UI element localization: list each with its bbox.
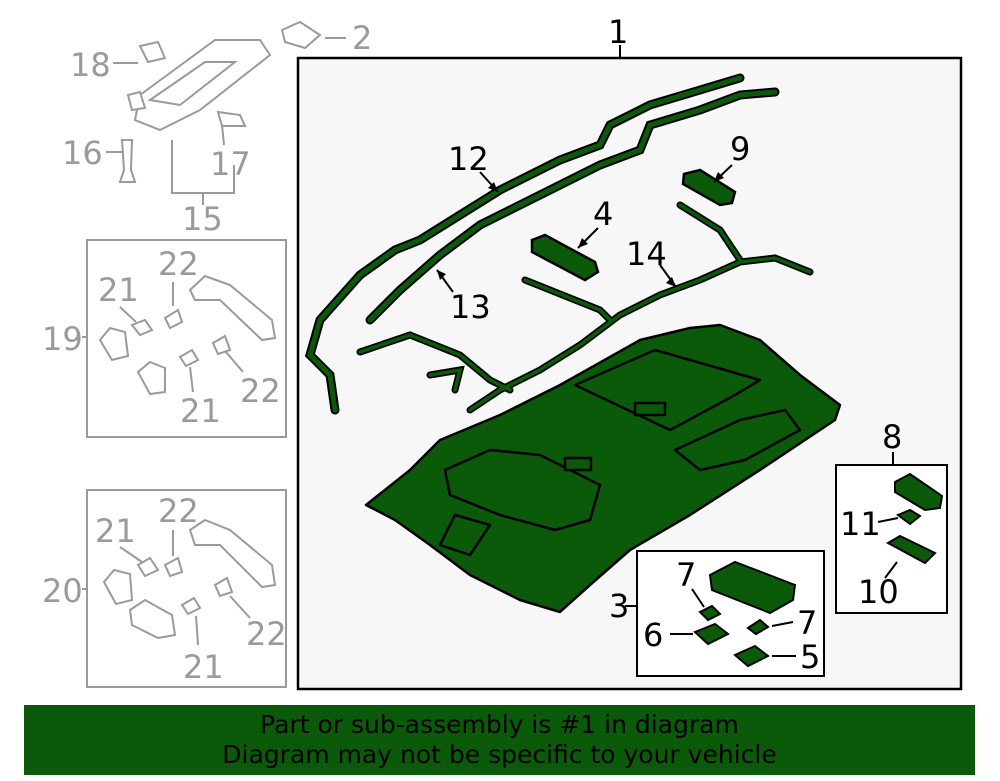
callout-4: 4 xyxy=(593,195,613,233)
sub-box-8-parts xyxy=(885,472,944,565)
callout-21d: 21 xyxy=(183,648,224,686)
callout-21b: 21 xyxy=(180,392,221,430)
sub-box-3-parts xyxy=(693,560,797,668)
callout-9: 9 xyxy=(730,130,750,168)
callout-13: 13 xyxy=(450,288,491,326)
callout-16: 16 xyxy=(62,134,103,172)
callout-20: 20 xyxy=(42,572,83,610)
callout-18: 18 xyxy=(70,46,111,84)
callout-labels: 1 2 3 4 5 6 7 7 8 9 10 11 12 13 14 15 16… xyxy=(42,13,902,686)
callout-3: 3 xyxy=(609,587,629,625)
callout-5: 5 xyxy=(800,638,820,676)
harness-12 xyxy=(304,73,745,415)
callout-17: 17 xyxy=(210,145,251,183)
sub-box-3-leaders xyxy=(670,588,796,657)
disclaimer-banner: Part or sub-assembly is #1 in diagram Di… xyxy=(24,705,975,775)
callout-14: 14 xyxy=(626,235,667,273)
box-19-parts xyxy=(98,274,277,396)
callout-10: 10 xyxy=(858,573,899,611)
callout-19: 19 xyxy=(42,320,83,358)
callout-6: 6 xyxy=(643,616,663,654)
callout-11: 11 xyxy=(840,505,881,543)
callout-1: 1 xyxy=(608,13,628,51)
callout-22d: 22 xyxy=(246,615,287,653)
callout-2: 2 xyxy=(352,19,372,57)
callout-7b: 7 xyxy=(797,604,817,642)
box-leaders xyxy=(119,282,251,646)
banner-line-2: Diagram may not be specific to your vehi… xyxy=(222,740,777,769)
callout-8: 8 xyxy=(882,418,902,456)
leader-11 xyxy=(877,517,899,523)
visor-leaders xyxy=(106,37,346,205)
visor-assembly xyxy=(118,20,322,183)
callout-7a: 7 xyxy=(676,556,696,594)
part-9 xyxy=(681,168,737,207)
callout-21a: 21 xyxy=(98,271,139,309)
callout-22b: 22 xyxy=(240,372,281,410)
banner-line-1: Part or sub-assembly is #1 in diagram xyxy=(260,710,739,739)
headliner-part xyxy=(364,323,842,614)
callout-22a: 22 xyxy=(158,245,199,283)
callout-22c: 22 xyxy=(158,492,199,530)
callout-12: 12 xyxy=(448,140,489,178)
harness-13 xyxy=(365,87,780,325)
part-4 xyxy=(530,233,600,282)
callout-15: 15 xyxy=(182,200,223,238)
main-arrowheads xyxy=(437,172,724,287)
harness-14 xyxy=(356,201,814,414)
callout-21c: 21 xyxy=(95,512,136,550)
box-20-parts xyxy=(102,518,277,640)
leader-10 xyxy=(884,561,898,579)
